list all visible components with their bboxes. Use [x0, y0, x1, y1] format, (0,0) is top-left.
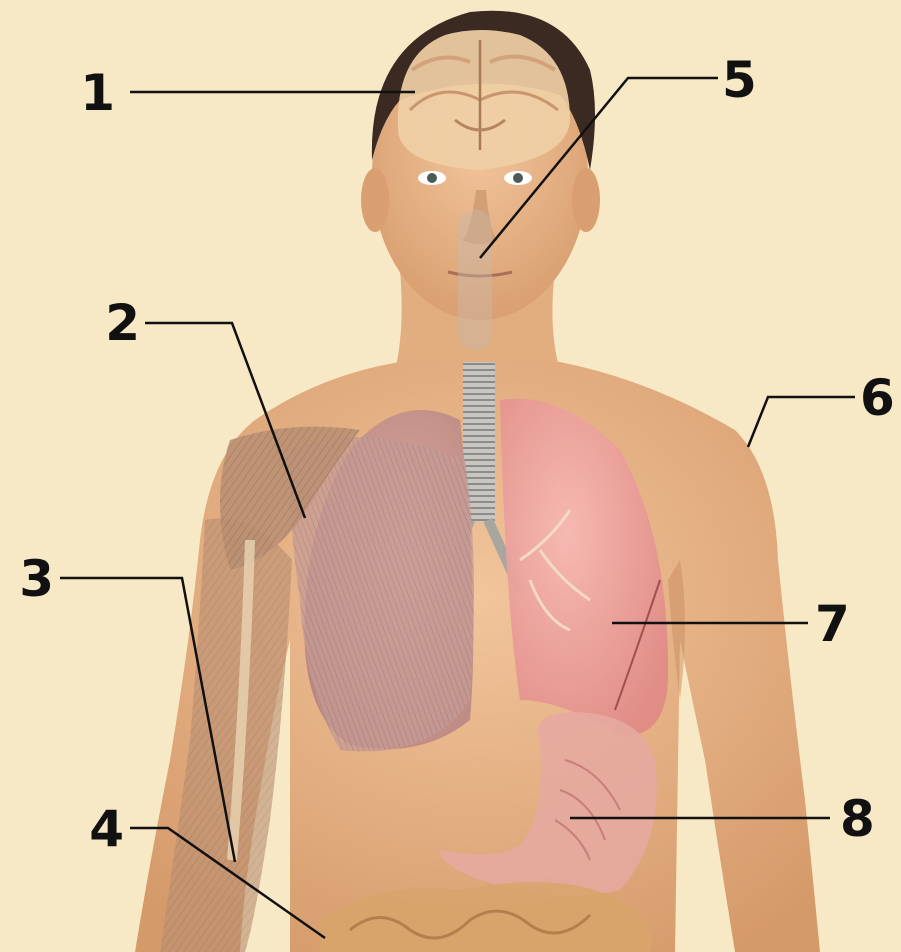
right-ear — [572, 168, 600, 232]
callout-label-5: 5 — [722, 51, 757, 109]
callout-label-1: 1 — [80, 64, 115, 122]
callout-label-8: 8 — [840, 790, 875, 848]
callout-label-3: 3 — [19, 550, 54, 608]
left-ear — [361, 168, 389, 232]
callout-label-7: 7 — [815, 595, 850, 653]
pharynx — [458, 210, 492, 350]
callout-label-6: 6 — [860, 369, 895, 427]
brain — [398, 30, 570, 170]
right-iris — [513, 173, 523, 183]
callout-label-4: 4 — [89, 800, 124, 858]
left-iris — [427, 173, 437, 183]
callout-label-2: 2 — [105, 294, 140, 352]
